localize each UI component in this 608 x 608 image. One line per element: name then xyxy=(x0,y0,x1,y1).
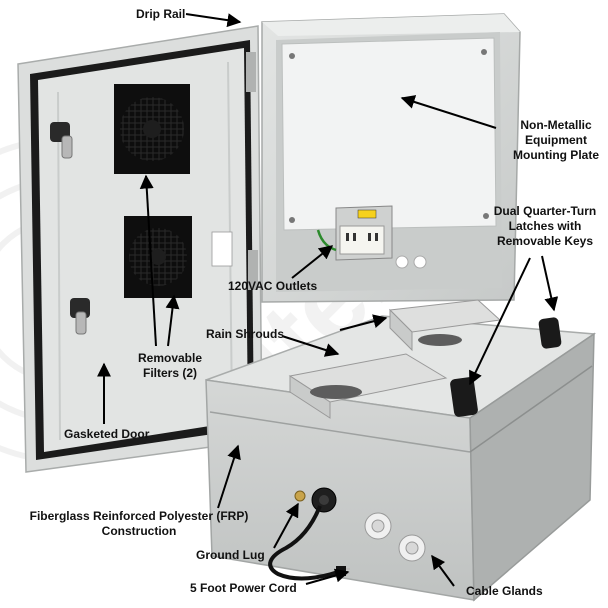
arrow-mounting-plate xyxy=(400,95,497,129)
rain-shroud-back-icon xyxy=(388,299,502,352)
label-latches: Dual Quarter-Turn Latches with Removable… xyxy=(486,204,604,249)
arrow-filter-1 xyxy=(139,174,157,347)
label-power-cord: 5 Foot Power Cord xyxy=(190,581,297,595)
arrow-shroud-1 xyxy=(281,335,340,357)
label-frp-line2: Construction xyxy=(101,524,177,538)
label-drip-rail: Drip Rail xyxy=(136,7,186,21)
label-filters: Removable Filters (2) xyxy=(128,351,212,381)
outlet-box-icon xyxy=(335,205,393,261)
callout-arrows xyxy=(97,13,559,587)
arrow-ground-lug xyxy=(273,502,299,549)
hinge-bottom-icon xyxy=(248,250,258,290)
label-filters-line2: Filters (2) xyxy=(142,366,197,380)
latch-key-front-icon xyxy=(450,377,478,417)
closed-side-face xyxy=(469,332,595,602)
ground-wire xyxy=(316,229,337,252)
caution-label-icon xyxy=(357,209,377,219)
label-ground-lug: Ground Lug xyxy=(196,548,265,562)
label-mounting-plate-line2: Equipment xyxy=(525,133,587,147)
arrow-latch-2 xyxy=(469,257,531,386)
cable-gland-bottom-icon xyxy=(398,534,426,562)
label-mounting-plate: Non-Metallic Equipment Mounting Plate xyxy=(506,118,606,163)
door-label-icon xyxy=(211,231,233,267)
arrow-filter-2 xyxy=(165,294,180,347)
cable-gland-top-icon xyxy=(364,512,392,540)
ground-lug-icon xyxy=(294,490,306,502)
rain-shroud-front-icon xyxy=(288,353,448,419)
label-rain-shrouds: Rain Shrouds xyxy=(206,327,285,341)
mounting-plate xyxy=(281,37,497,231)
filter-fan-bottom-icon xyxy=(124,216,192,298)
label-frp-line1: Fiberglass Reinforced Polyester (FRP) xyxy=(29,509,249,523)
label-gasketed-door: Gasketed Door xyxy=(64,427,150,441)
arrow-power-cord xyxy=(305,568,350,585)
label-latches-line2: Latches with xyxy=(508,219,582,233)
label-cable-glands: Cable Glands xyxy=(466,584,543,598)
arrow-frp xyxy=(217,444,241,509)
arrow-shroud-2 xyxy=(339,314,388,331)
latch-key-back-icon xyxy=(538,317,562,349)
door-latch-bottom-icon xyxy=(70,298,90,335)
label-frp: Fiberglass Reinforced Polyester (FRP) Co… xyxy=(4,509,274,539)
door-latch-top-icon xyxy=(50,122,73,159)
open-door xyxy=(17,25,263,473)
open-enclosure xyxy=(17,13,521,473)
hinge-top-icon xyxy=(246,52,256,92)
closed-enclosure xyxy=(205,299,597,602)
label-mounting-plate-line3: Mounting Plate xyxy=(513,148,599,162)
filter-fan-top-icon xyxy=(114,84,190,174)
arrow-outlets xyxy=(291,245,334,279)
arrow-drip-rail xyxy=(185,13,242,28)
label-latches-line1: Dual Quarter-Turn xyxy=(493,204,597,218)
drip-rail xyxy=(262,14,520,36)
label-outlets: 120VAC Outlets xyxy=(228,279,318,293)
arrow-latch-1 xyxy=(541,255,559,312)
label-mounting-plate-line1: Non-Metallic xyxy=(520,118,592,132)
enclosure-body-back xyxy=(261,13,521,303)
label-latches-line3: Removable Keys xyxy=(496,234,594,248)
label-filters-line1: Removable xyxy=(137,351,203,365)
arrow-cable-glands xyxy=(431,554,455,587)
